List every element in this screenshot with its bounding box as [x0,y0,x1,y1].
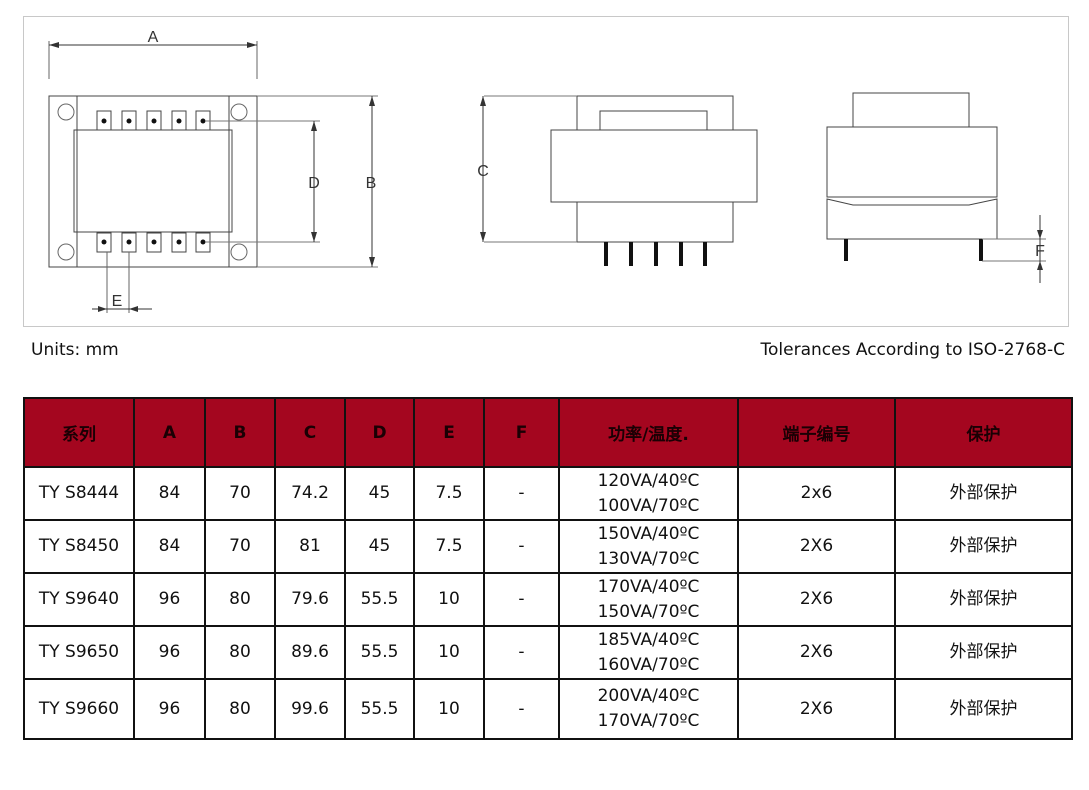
cell-a: 84 [133,519,206,574]
cell-d: 45 [344,466,415,521]
cell-c: 99.6 [274,678,346,740]
cell-terminals: 2x6 [737,466,896,521]
cell-f: - [483,625,560,680]
cell-terminals: 2X6 [737,678,896,740]
cell-protection: 外部保护 [894,625,1073,680]
cell-f: - [483,519,560,574]
cell-terminals: 2X6 [737,625,896,680]
power-rating-40c: 120VA/40ºC [597,470,700,491]
power-rating-40c: 200VA/40ºC [597,686,700,706]
cell-b: 70 [204,519,276,574]
header-d: D [344,397,415,468]
table-header-row: 系列 A B C D E F 功率/温度. 端子编号 保护 [23,397,1073,468]
header-b: B [204,397,276,468]
spec-table: 系列 A B C D E F 功率/温度. 端子编号 保护 TY S8444 8… [23,397,1073,740]
power-rating-70c: 100VA/70ºC [597,495,700,516]
cell-series: TY S8450 [23,519,135,574]
dim-label-e: E [112,293,123,310]
cell-d: 55.5 [344,678,415,740]
power-rating-70c: 170VA/70ºC [597,711,700,731]
power-rating-40c: 150VA/40ºC [597,523,700,544]
cell-a: 96 [133,625,206,680]
cell-f: - [483,572,560,627]
side-view: F [826,92,1046,283]
cell-power-temp: 200VA/40ºC 170VA/70ºC [558,678,739,740]
power-rating-70c: 160VA/70ºC [597,654,700,675]
cell-b: 80 [204,678,276,740]
cell-e: 7.5 [413,519,485,574]
cell-series: TY S9660 [23,678,135,740]
dim-label-c: C [477,163,489,180]
cell-b: 80 [204,572,276,627]
cell-d: 55.5 [344,625,415,680]
cell-f: - [483,466,560,521]
cell-d: 55.5 [344,572,415,627]
top-view: A [48,29,378,313]
transformer-drawing: A [48,29,1046,313]
cell-protection: 外部保护 [894,519,1073,574]
dim-label-a: A [148,29,159,46]
power-rating-40c: 185VA/40ºC [597,629,700,650]
cell-b: 80 [204,625,276,680]
cell-power-temp: 170VA/40ºC 150VA/70ºC [558,572,739,627]
cell-a: 84 [133,466,206,521]
cell-c: 74.2 [274,466,346,521]
header-protection: 保护 [894,397,1073,468]
power-rating-70c: 150VA/70ºC [597,601,700,622]
power-rating-70c: 130VA/70ºC [597,548,700,569]
cell-terminals: 2X6 [737,519,896,574]
cell-power-temp: 120VA/40ºC 100VA/70ºC [558,466,739,521]
cell-d: 45 [344,519,415,574]
cell-series: TY S9640 [23,572,135,627]
cell-protection: 外部保护 [894,678,1073,740]
header-series: 系列 [23,397,135,468]
cell-a: 96 [133,572,206,627]
cell-e: 10 [413,625,485,680]
cell-e: 10 [413,678,485,740]
table-row: TY S9660 96 80 99.6 55.5 10 - 200VA/40ºC… [23,678,1073,740]
cell-c: 89.6 [274,625,346,680]
technical-drawing-frame: A [23,16,1069,327]
units-note: Units: mm [31,340,119,360]
dim-label-b: B [366,175,377,192]
cell-e: 7.5 [413,466,485,521]
cell-power-temp: 185VA/40ºC 160VA/70ºC [558,625,739,680]
table-row: TY S8450 84 70 81 45 7.5 - 150VA/40ºC 13… [23,519,1073,574]
cell-e: 10 [413,572,485,627]
table-row: TY S8444 84 70 74.2 45 7.5 - 120VA/40ºC … [23,466,1073,521]
header-e: E [413,397,485,468]
power-rating-40c: 170VA/40ºC [597,576,700,597]
header-f: F [483,397,560,468]
table-row: TY S9650 96 80 89.6 55.5 10 - 185VA/40ºC… [23,625,1073,680]
header-c: C [274,397,346,468]
cell-f: - [483,678,560,740]
cell-c: 79.6 [274,572,346,627]
dim-label-d: D [308,175,320,192]
header-terminals: 端子编号 [737,397,896,468]
header-power-temp: 功率/温度. [558,397,739,468]
front-view: C [477,95,758,266]
cell-series: TY S9650 [23,625,135,680]
cell-series: TY S8444 [23,466,135,521]
cell-protection: 外部保护 [894,572,1073,627]
cell-terminals: 2X6 [737,572,896,627]
header-a: A [133,397,206,468]
table-row: TY S9640 96 80 79.6 55.5 10 - 170VA/40ºC… [23,572,1073,627]
cell-c: 81 [274,519,346,574]
cell-power-temp: 150VA/40ºC 130VA/70ºC [558,519,739,574]
cell-b: 70 [204,466,276,521]
cell-a: 96 [133,678,206,740]
dim-label-f: F [1035,243,1045,260]
tolerance-note: Tolerances According to ISO-2768-C [760,340,1065,360]
cell-protection: 外部保护 [894,466,1073,521]
